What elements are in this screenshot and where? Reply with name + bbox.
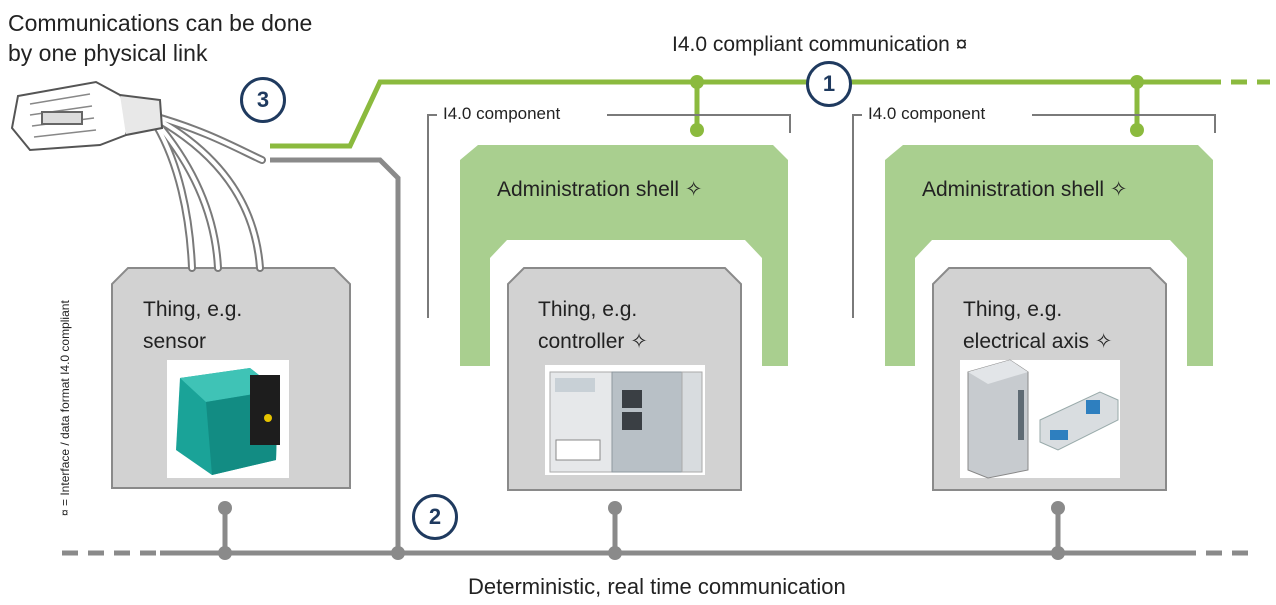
thing-label-controller-line2: controller ✧	[538, 330, 648, 353]
component-label-2: I4.0 component	[862, 104, 992, 124]
thing-label-controller-line1: Thing, e.g.	[538, 298, 638, 321]
electrical-axis-photo	[960, 359, 1120, 479]
i40-communication-label: I4.0 compliant communication ¤	[672, 33, 968, 56]
thing-label-sensor: Thing, e.g. sensor	[143, 294, 242, 358]
admin-shell-2	[885, 145, 1213, 366]
admin-shell-label-1: Administration shell ✧	[497, 178, 703, 201]
badge-3: 3	[240, 77, 286, 123]
single-link-note: Communications can be done by one physic…	[8, 8, 368, 68]
thing-label-sensor-line2: sensor	[143, 330, 207, 353]
thing-label-axis-line2: electrical axis ✧	[963, 330, 1113, 353]
admin-shell-1	[460, 145, 788, 366]
admin-shell-label-2: Administration shell ✧	[922, 178, 1128, 201]
component-bracket-1	[427, 114, 791, 318]
realtime-bus-nodes	[218, 501, 1065, 560]
component-bracket-2	[852, 114, 1216, 318]
component-label-1: I4.0 component	[437, 104, 567, 124]
thing-label-controller: Thing, e.g. controller ✧	[538, 294, 648, 358]
single-link-note-line2: by one physical link	[8, 40, 208, 66]
realtime-communication-label: Deterministic, real time communication	[468, 574, 846, 599]
ethernet-cable-icon	[10, 80, 266, 272]
thing-label-sensor-line1: Thing, e.g.	[143, 298, 243, 321]
badge-2: 2	[412, 494, 458, 540]
single-link-note-line1: Communications can be done	[8, 10, 313, 36]
interface-footnote: ¤ = Interface / data format I4.0 complia…	[58, 300, 72, 516]
realtime-bus	[62, 157, 1255, 556]
thing-label-axis-line1: Thing, e.g.	[963, 298, 1063, 321]
thing-label-axis: Thing, e.g. electrical axis ✧	[963, 294, 1112, 358]
controller-photo	[545, 365, 705, 475]
i40-bus-nodes	[690, 75, 1144, 137]
sensor-photo	[167, 360, 289, 478]
badge-1: 1	[806, 61, 852, 107]
i40-bus	[270, 79, 1270, 149]
